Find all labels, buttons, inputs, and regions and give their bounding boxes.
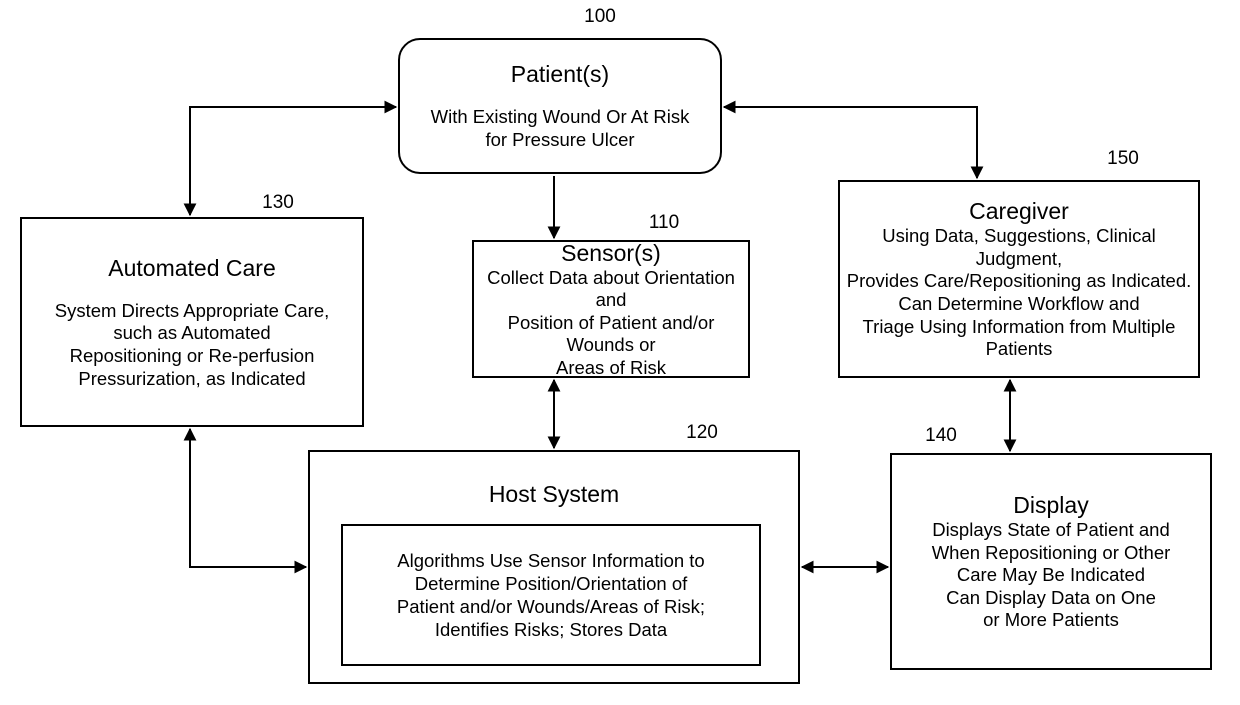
node-sensor-title: Sensor(s) [561, 239, 661, 266]
node-caregiver-title: Caregiver [969, 198, 1069, 225]
connector-host-to-automated-care [183, 427, 308, 574]
node-automated-care-title: Automated Care [108, 254, 276, 281]
connector-patient-to-caregiver [722, 100, 984, 180]
reference-numeral-150: 150 [1107, 148, 1139, 169]
reference-numeral-130: 130 [262, 192, 294, 213]
node-caregiver-body: Using Data, Suggestions, Clinical Judgme… [846, 225, 1192, 360]
node-caregiver: Caregiver Using Data, Suggestions, Clini… [838, 180, 1200, 378]
node-sensor-body: Collect Data about Orientation and Posit… [487, 266, 735, 378]
node-host-system-algorithms-body: Algorithms Use Sensor Information to Det… [396, 549, 706, 641]
node-host-system-title: Host System [488, 481, 620, 507]
node-patient-title: Patient(s) [510, 61, 610, 88]
node-automated-care: Automated Care System Directs Appropriat… [20, 217, 364, 427]
node-patient-body: With Existing Wound Or At Risk for Press… [430, 106, 690, 151]
reference-numeral-140: 140 [925, 425, 957, 446]
node-host-system-algorithms-box: Algorithms Use Sensor Information to Det… [341, 524, 761, 666]
node-display-title: Display [1013, 492, 1089, 519]
reference-numeral-100: 100 [584, 6, 616, 27]
node-display-body: Displays State of Patient and When Repos… [931, 519, 1171, 631]
node-automated-care-body: System Directs Appropriate Care, such as… [54, 299, 330, 389]
node-patient: Patient(s) With Existing Wound Or At Ris… [398, 38, 722, 174]
reference-numeral-120: 120 [686, 422, 718, 443]
node-sensor: Sensor(s) Collect Data about Orientation… [472, 240, 750, 378]
node-display: Display Displays State of Patient and Wh… [890, 453, 1212, 670]
reference-numeral-110: 110 [648, 212, 680, 233]
node-host-system: Host System Algorithms Use Sensor Inform… [308, 450, 800, 684]
